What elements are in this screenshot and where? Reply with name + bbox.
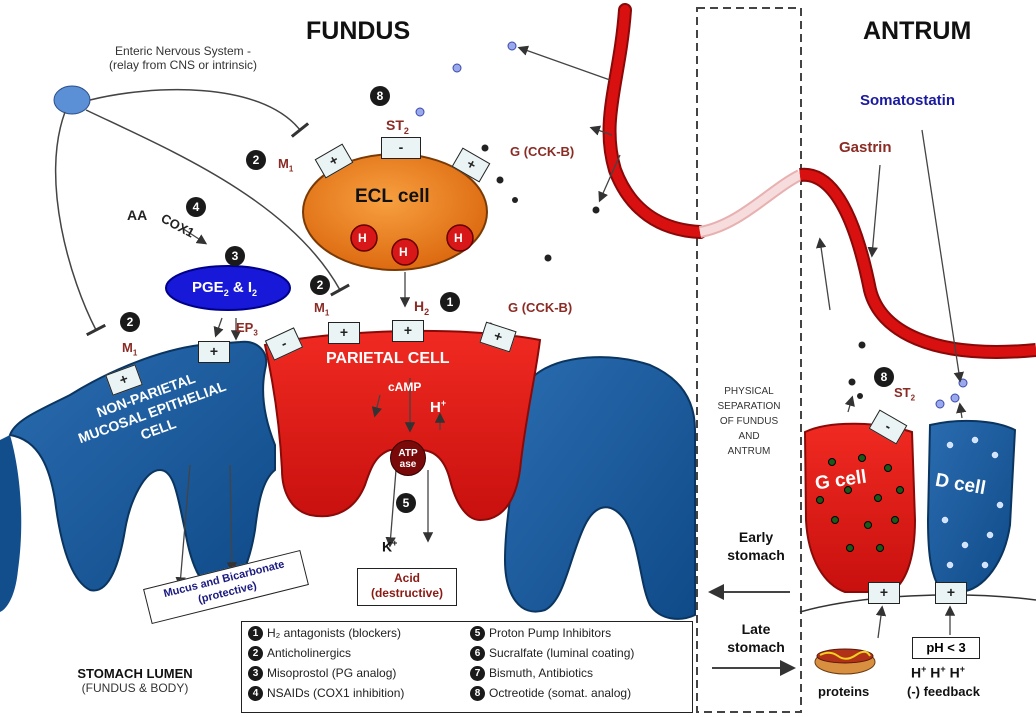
g-cell-shape <box>805 424 915 592</box>
gastrin-label: Gastrin <box>839 139 892 156</box>
ecl-h-mark: H <box>399 245 408 259</box>
ep-label: EP3 <box>236 320 258 338</box>
badge-number: 4 <box>186 197 206 217</box>
badge-number: 3 <box>225 246 245 266</box>
proteins-label: proteins <box>818 684 869 699</box>
ecl-st2-label: ST2 <box>386 117 409 136</box>
ens-neuron <box>54 86 90 114</box>
ecl-cell-label: ECL cell <box>355 186 430 208</box>
hotdog-icon <box>815 649 875 674</box>
nonparietal-m-label: M1 <box>122 340 137 358</box>
kplus-label: K+ <box>382 538 397 555</box>
camp-label: cAMP <box>388 380 421 394</box>
epithelial-fold-right <box>505 357 695 619</box>
somatostatin-label: Somatostatin <box>860 92 955 109</box>
parietal-h2-receptor: + <box>392 320 424 342</box>
h-ions-row: H+ H+ H+ <box>911 664 965 681</box>
badge-number: 8 <box>370 86 390 106</box>
parietal-gcckb-label: G (CCK-B) <box>508 300 572 315</box>
gastrin-dots <box>482 145 866 400</box>
parietal-m1-label: M1 <box>314 300 329 318</box>
acid-box: Acid(destructive) <box>357 568 457 606</box>
pge-label: PGE2 & I2 <box>192 279 257 298</box>
atpase-pump: ATP ase <box>390 440 426 476</box>
separation-box <box>697 8 801 712</box>
dcell-base-receptor: + <box>935 582 967 604</box>
antrum-floor <box>800 595 1036 612</box>
hplus-label: H+ <box>430 398 446 416</box>
ens-label: Enteric Nervous System -(relay from CNS … <box>78 44 288 72</box>
badge-number: 8 <box>874 367 894 387</box>
fundus-title: FUNDUS <box>306 17 410 46</box>
aa-label: AA <box>127 207 147 223</box>
parietal-m1-receptor: + <box>328 322 360 344</box>
antrum-title: ANTRUM <box>863 17 971 46</box>
blood-vessel <box>610 10 1036 352</box>
ph-box: pH < 3 <box>912 637 980 659</box>
stomach-lumen-label: STOMACH LUMEN (FUNDUS & BODY) <box>40 666 230 695</box>
badge-number: 5 <box>396 493 416 513</box>
badge-number: 2 <box>310 275 330 295</box>
ecl-h-mark: H <box>358 231 367 245</box>
ecl-gcckb-label: G (CCK-B) <box>510 144 574 159</box>
ecl-m1-label: M1 <box>278 156 293 174</box>
parietal-cell-label: PARIETAL CELL <box>326 350 450 368</box>
ecl-st2-receptor: - <box>381 137 421 159</box>
badge-number: 2 <box>120 312 140 332</box>
ecl-h-mark: H <box>454 231 463 245</box>
badge-number: 2 <box>246 150 266 170</box>
feedback-label: (-) feedback <box>907 684 980 699</box>
antrum-st2-label: ST2 <box>894 385 915 403</box>
h2-label: H2 <box>414 298 429 317</box>
gcell-base-receptor: + <box>868 582 900 604</box>
badge-number: 1 <box>440 292 460 312</box>
